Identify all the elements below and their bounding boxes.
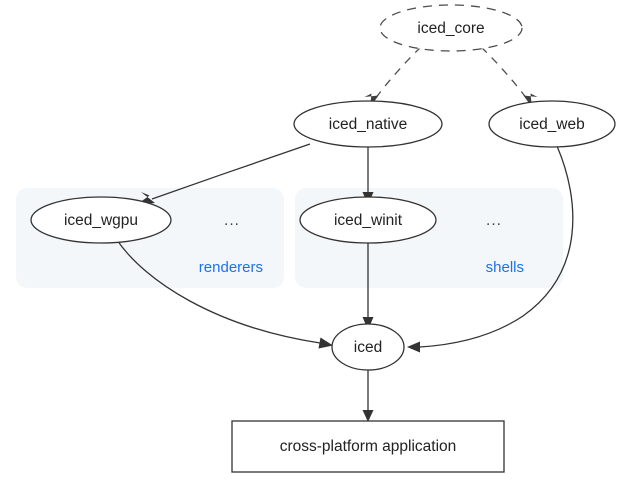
node-iced-web-label: iced_web bbox=[519, 116, 585, 133]
node-application-label: cross-platform application bbox=[280, 438, 457, 455]
edge-iced-web-to-iced bbox=[407, 145, 574, 353]
node-iced[interactable]: iced bbox=[331, 323, 405, 371]
arrow-head bbox=[407, 341, 420, 353]
node-iced-winit[interactable]: iced_winit bbox=[299, 196, 437, 244]
arrow-head bbox=[523, 93, 538, 108]
node-iced-shape[interactable] bbox=[331, 323, 405, 371]
node-iced-native-label: iced_native bbox=[329, 116, 407, 133]
edge-line bbox=[419, 145, 574, 348]
node-iced-native[interactable]: iced_native bbox=[293, 100, 443, 148]
node-application-shape[interactable] bbox=[231, 420, 505, 473]
edge-line bbox=[116, 239, 321, 344]
arrow-head bbox=[362, 410, 374, 422]
edge-line bbox=[374, 46, 422, 100]
node-iced-web[interactable]: iced_web bbox=[488, 100, 616, 148]
node-iced-winit-shape[interactable] bbox=[299, 196, 437, 244]
arrow-head bbox=[318, 337, 333, 349]
cluster-shells-label: shells bbox=[486, 259, 524, 276]
node-iced-native-shape[interactable] bbox=[293, 100, 443, 148]
edge-line bbox=[480, 46, 528, 100]
edge-iced-core-to-iced-web bbox=[480, 46, 538, 108]
edge-line bbox=[151, 143, 311, 200]
node-iced-winit-label: iced_winit bbox=[334, 212, 403, 229]
edge-iced-to-application bbox=[362, 370, 374, 422]
node-iced-core-label: iced_core bbox=[417, 20, 484, 37]
node-iced-core-shape[interactable] bbox=[379, 4, 523, 52]
node-iced-core[interactable]: iced_core bbox=[379, 4, 523, 52]
node-iced-wgpu-label: iced_wgpu bbox=[64, 212, 138, 229]
edge-iced-core-to-iced-native bbox=[364, 46, 422, 108]
node-iced-web-shape[interactable] bbox=[488, 100, 616, 148]
edge-iced-wgpu-to-iced bbox=[116, 239, 333, 349]
cluster-renderers-label: renderers bbox=[199, 259, 263, 276]
node-iced-wgpu[interactable]: iced_wgpu bbox=[30, 196, 172, 244]
node-iced-wgpu-shape[interactable] bbox=[30, 196, 172, 244]
cluster-renderers-ellipsis: ... bbox=[224, 212, 240, 229]
cluster-shells-ellipsis: ... bbox=[486, 212, 502, 229]
node-iced-label: iced bbox=[354, 339, 382, 356]
node-cross-platform-application[interactable]: cross-platform application bbox=[231, 420, 505, 473]
